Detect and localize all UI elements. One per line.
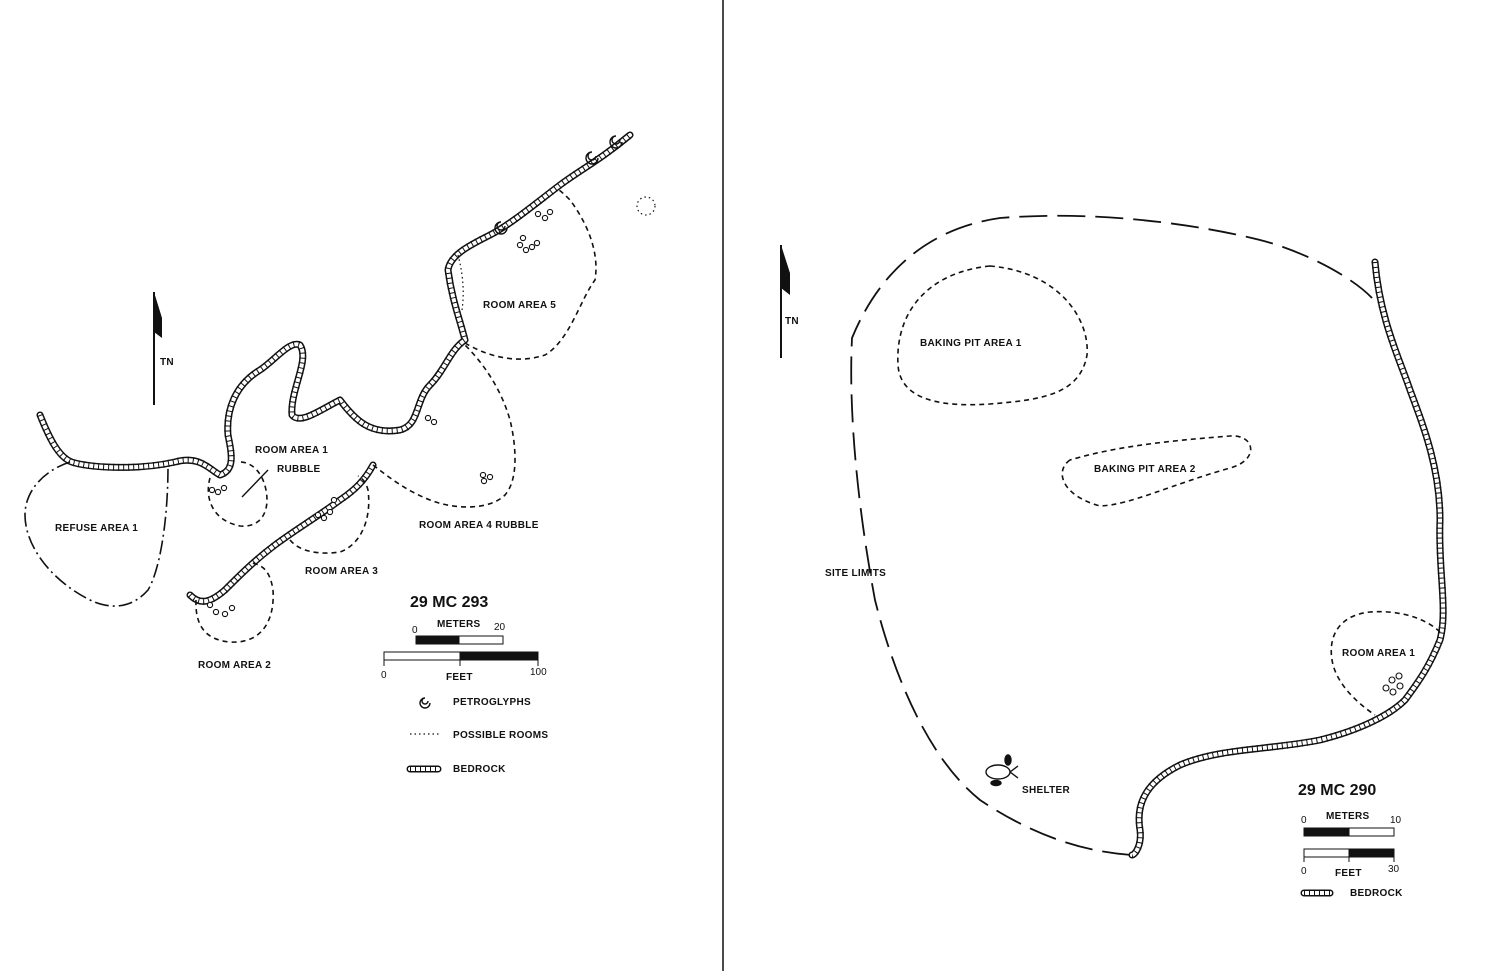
possible-room-circle bbox=[636, 196, 656, 216]
scale-meters-min: 0 bbox=[1301, 815, 1307, 826]
scale-meters-max: 20 bbox=[494, 622, 506, 633]
label-shelter: SHELTER bbox=[1022, 785, 1071, 796]
room-area-2-outline bbox=[195, 562, 274, 643]
legend: PETROGLYPHS POSSIBLE ROOMS BEDROCK bbox=[406, 697, 548, 775]
scale-feet-label: FEET bbox=[1335, 868, 1362, 879]
rubble-pointer bbox=[241, 469, 269, 498]
legend-bedrock: BEDROCK bbox=[453, 764, 506, 775]
scale-meters-max: 10 bbox=[1390, 815, 1402, 826]
scale-feet-min: 0 bbox=[1301, 866, 1307, 877]
room-area-3-outline bbox=[289, 475, 370, 554]
north-label: TN bbox=[785, 316, 799, 327]
baking-pit-area-2-outline bbox=[1061, 435, 1252, 507]
legend: BEDROCK bbox=[1300, 888, 1403, 899]
label-room-area-2: ROOM AREA 2 bbox=[198, 660, 271, 671]
room-area-4-outline bbox=[372, 344, 516, 508]
north-arrow: TN bbox=[153, 292, 174, 405]
scale-feet-label: FEET bbox=[446, 672, 473, 683]
label-rubble: RUBBLE bbox=[277, 464, 320, 475]
map-29mc293: TN bbox=[24, 131, 656, 775]
label-site-limits: SITE LIMITS bbox=[825, 568, 886, 579]
label-baking-pit-area-2: BAKING PIT AREA 2 bbox=[1094, 464, 1196, 475]
rock-clusters bbox=[206, 208, 554, 618]
shelter-icon bbox=[985, 754, 1019, 787]
scale-feet-max: 30 bbox=[1388, 864, 1400, 875]
map-29mc290: TN BAKING PIT AREA 1 BAKING PIT AREA 2 S… bbox=[780, 214, 1447, 899]
refuse-area-1-outline bbox=[24, 461, 169, 607]
label-room-area-1: ROOM AREA 1 bbox=[1342, 648, 1415, 659]
bedrock-ridge bbox=[36, 131, 634, 605]
scale-meters-label: METERS bbox=[1326, 811, 1370, 822]
rock-cluster bbox=[1382, 672, 1404, 696]
label-room-area-5: ROOM AREA 5 bbox=[483, 300, 556, 311]
scale-feet-min: 0 bbox=[381, 670, 387, 681]
petroglyph-symbols bbox=[494, 135, 623, 235]
scale-meters-min: 0 bbox=[412, 625, 418, 636]
scale-bar: 0 METERS 20 0 FEET 100 bbox=[381, 619, 547, 683]
scale-feet-max: 100 bbox=[530, 667, 547, 678]
label-refuse-area-1: REFUSE AREA 1 bbox=[55, 523, 138, 534]
possible-room-edge bbox=[457, 254, 464, 311]
site-title: 29 MC 293 bbox=[410, 594, 488, 611]
petroglyph-legend-icon bbox=[419, 697, 431, 709]
site-limits-outline bbox=[850, 214, 1373, 856]
legend-possible-rooms: POSSIBLE ROOMS bbox=[453, 730, 548, 741]
label-room-area-3: ROOM AREA 3 bbox=[305, 566, 378, 577]
baking-pit-area-1-outline bbox=[897, 265, 1088, 406]
label-room-area-1: ROOM AREA 1 bbox=[255, 445, 328, 456]
bedrock-ridge bbox=[1128, 258, 1447, 859]
room-area-1-outline bbox=[1330, 610, 1441, 716]
scale-meters-label: METERS bbox=[437, 619, 480, 630]
label-baking-pit-area-1: BAKING PIT AREA 1 bbox=[920, 338, 1022, 349]
label-room-area-4: ROOM AREA 4 RUBBLE bbox=[419, 520, 539, 531]
room-area-5-outline bbox=[464, 187, 597, 360]
scale-bar: 0 METERS 10 0 FEET 30 bbox=[1301, 811, 1402, 879]
north-label: TN bbox=[160, 357, 174, 368]
site-title: 29 MC 290 bbox=[1298, 782, 1376, 799]
legend-petroglyphs: PETROGLYPHS bbox=[453, 697, 531, 708]
legend-bedrock: BEDROCK bbox=[1350, 888, 1403, 899]
north-arrow: TN bbox=[780, 245, 799, 358]
